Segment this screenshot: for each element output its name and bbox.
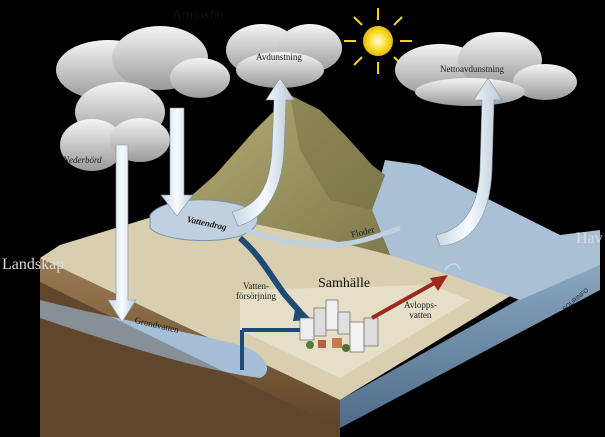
cloud-right bbox=[395, 32, 577, 106]
sea-surface bbox=[372, 160, 600, 300]
water-supply-label: Vatten- försörjning bbox=[236, 281, 276, 301]
cloud-left bbox=[56, 26, 230, 171]
precipitation-label: Nederbörd bbox=[63, 155, 102, 165]
landscape-label: Landskap bbox=[2, 256, 65, 273]
precipitation-arrows bbox=[107, 107, 194, 323]
evaporation-label: Avdunstning bbox=[256, 52, 302, 62]
sea-label: Hav bbox=[576, 230, 603, 247]
groundwater-layer bbox=[40, 300, 268, 378]
wastewater-arrow bbox=[371, 275, 448, 320]
net-evaporation-arrow bbox=[435, 77, 503, 247]
atmosphere-label: Atmosfär bbox=[172, 8, 225, 23]
evaporation-arrow bbox=[231, 77, 295, 227]
water-supply-pipe bbox=[238, 235, 303, 314]
water-supply-label-line2: försörjning bbox=[236, 291, 276, 301]
water-supply-label-line1: Vatten- bbox=[243, 281, 269, 291]
wastewater-label-line2: vatten bbox=[409, 310, 432, 320]
river bbox=[239, 225, 401, 248]
wastewater-label-line1: Avlopps- bbox=[404, 300, 437, 310]
net-evaporation-label: Nettoavdunstning bbox=[440, 64, 504, 74]
sea-side-face bbox=[340, 265, 600, 428]
community-label: Samhälle bbox=[318, 276, 371, 291]
wastewater-label: Avlopps- vatten bbox=[404, 300, 437, 320]
cloud-center bbox=[226, 24, 342, 88]
community-buildings bbox=[299, 299, 379, 353]
